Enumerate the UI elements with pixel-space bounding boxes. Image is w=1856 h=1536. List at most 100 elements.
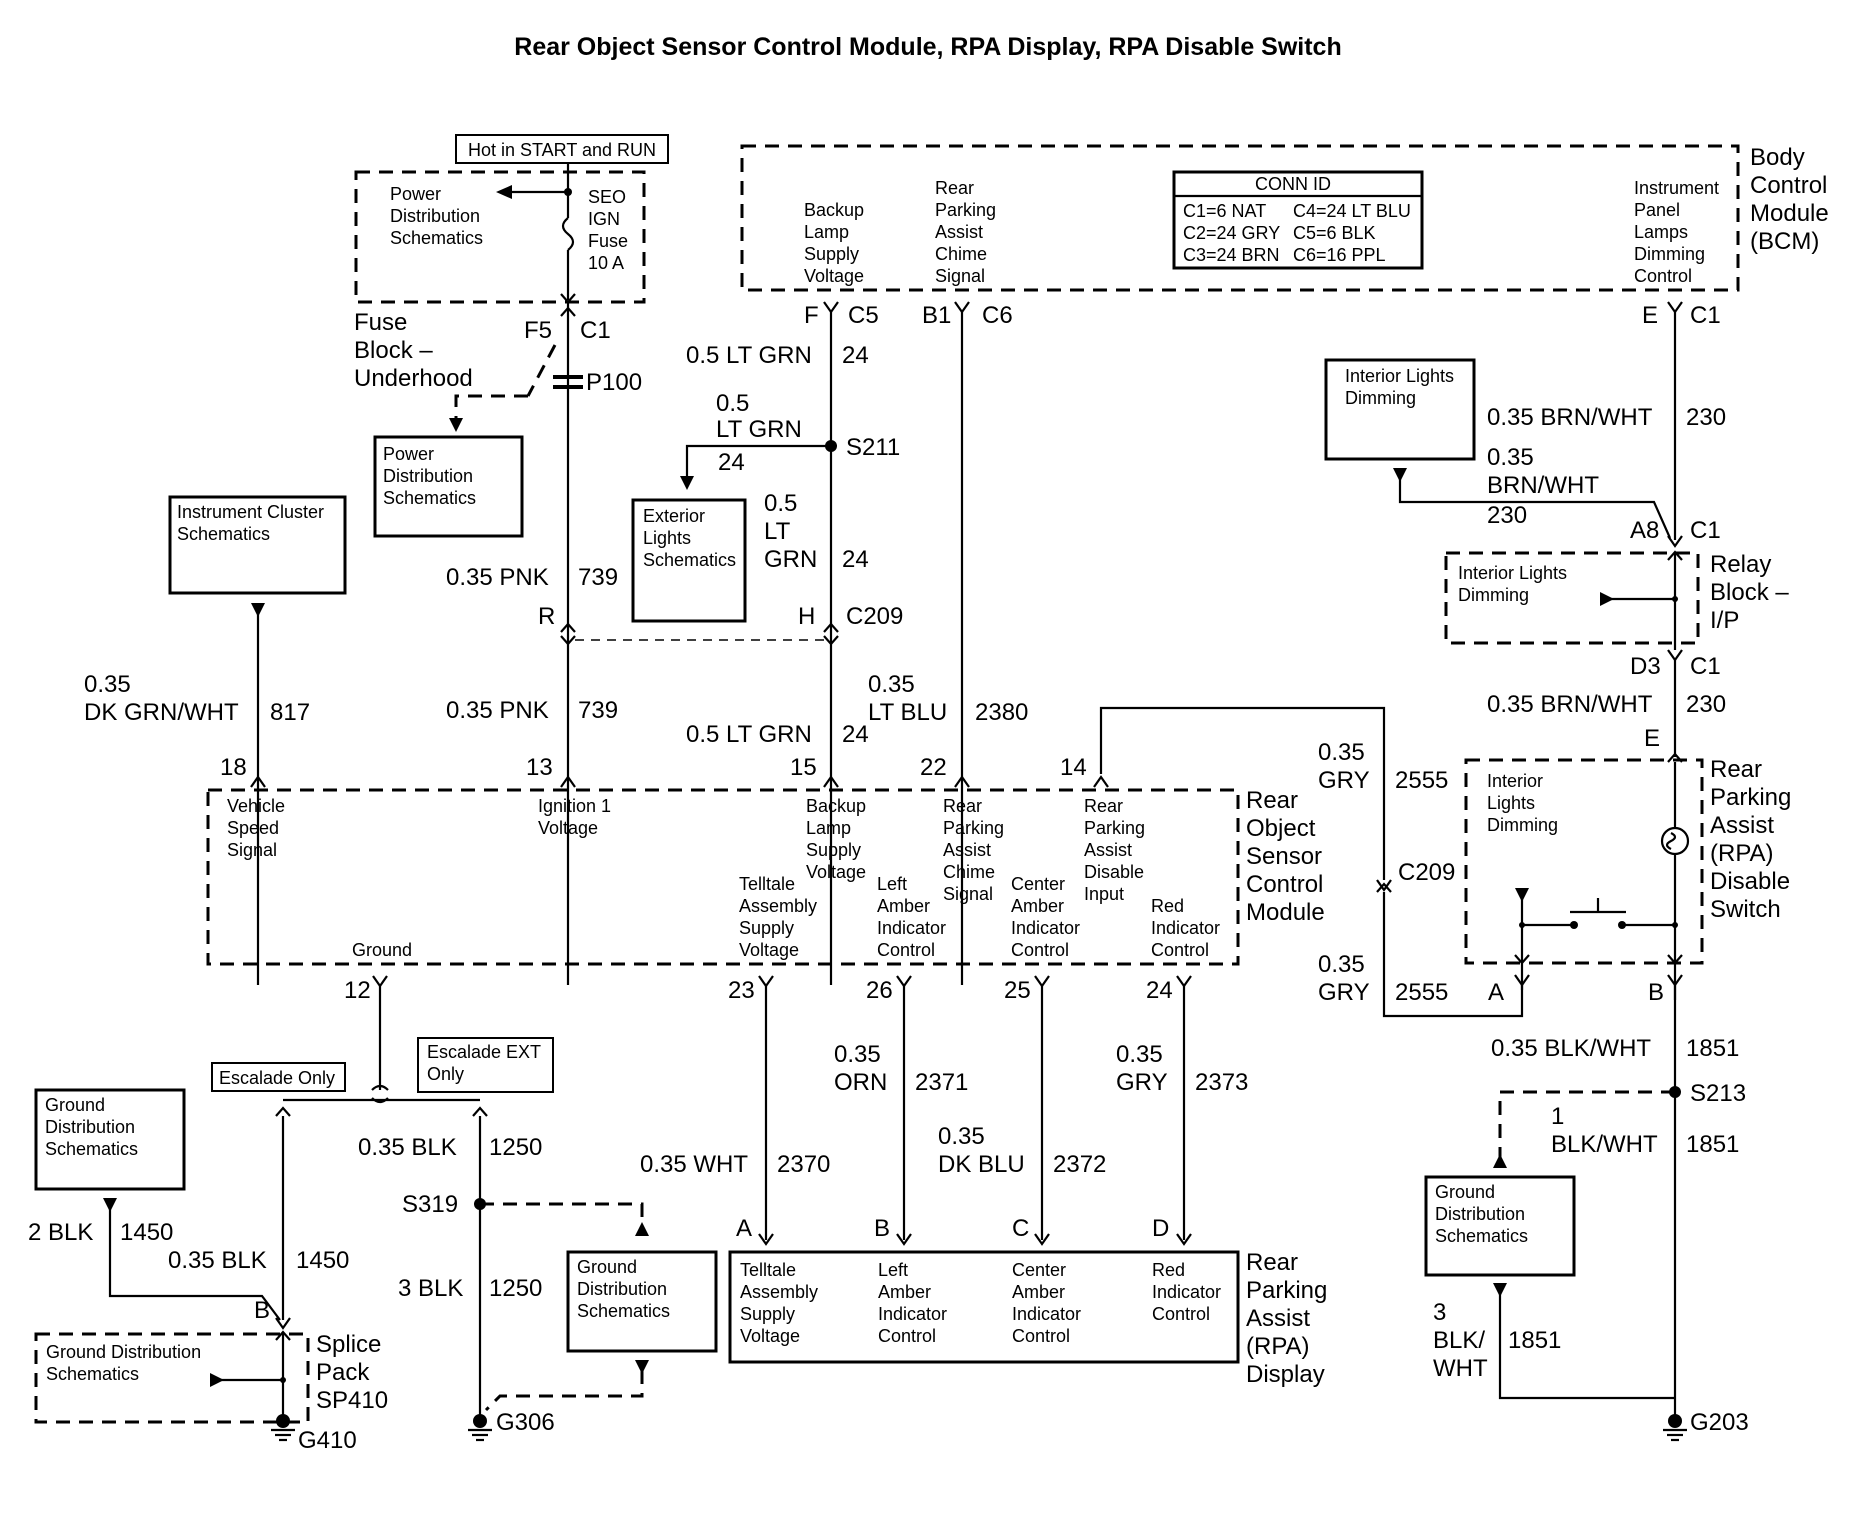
circuit-739-bottom: 739 [578,697,618,724]
wire-orn-color: ORN [834,1069,887,1096]
pin-14: 14 [1060,754,1087,781]
circuit-1851-a: 1851 [1686,1035,1739,1062]
hot-label: Hot in START and RUN [468,140,656,160]
display-pin-c: C [1012,1215,1029,1242]
splice-pack-dashed [34,1332,310,1424]
circuit-2555-bottom: 2555 [1395,979,1448,1006]
fuse-icon [561,217,575,251]
circuit-230-b: 230 [1487,502,1527,529]
wire-brnwht-2-size: 0.35 [1487,444,1534,471]
pin-b-switch: B [1648,979,1664,1006]
bcm-conn-c6: C6 [982,302,1013,329]
c209-right-label: C209 [1398,859,1455,886]
pin-13: 13 [526,754,553,781]
s211-label: S211 [846,434,900,461]
circuit-2370: 2370 [777,1151,830,1178]
wire-orn-size: 0.35 [834,1041,881,1068]
chime-circuit: 0.35 LT BLU 2380 [868,312,1028,985]
pin-22: 22 [920,754,947,781]
circuit-739-top: 739 [578,564,618,591]
wire-blkwht-3-c1: BLK/ [1433,1327,1485,1354]
circuit-2380: 2380 [975,699,1028,726]
pin-18: 18 [220,754,247,781]
escalade-only-label: Escalade Only [219,1068,335,1088]
fuse-conn-c1: C1 [580,317,611,344]
wire-ltgrn-mid-grn: GRN [764,546,817,573]
bcm-pin-b1: B1 [922,302,951,329]
wire-gry3-color: GRY [1116,1069,1168,1096]
wire-ltgrn-top: 0.5 LT GRN [686,342,812,369]
hot-label-box [455,134,669,164]
wire-gry-bot-size: 0.35 [1318,951,1365,978]
relay-c1-bottom: C1 [1690,653,1721,680]
conn-id-title: CONN ID [1255,174,1331,194]
circuit-24-branch: 24 [718,449,745,476]
wire-blkwht-3-c2: WHT [1433,1355,1488,1382]
module-dashed-box [206,788,1240,966]
wire-ltgrn-bottom: 0.5 LT GRN [686,721,812,748]
escalade-ext-box [417,1037,554,1093]
ground-g410-icon [276,1414,290,1428]
s213-label: S213 [1690,1080,1746,1107]
circuit-1450-a: 1450 [120,1219,173,1246]
wire-wht: 0.35 WHT [640,1151,748,1178]
fuse-pin-f5: F5 [524,317,552,344]
circuit-2372: 2372 [1053,1151,1106,1178]
wire-blkwht-3-size: 3 [1433,1299,1446,1326]
pin-e-switch: E [1644,725,1660,752]
pin-26: 26 [866,977,893,1004]
wire-blkwht-2-color: BLK/WHT [1551,1131,1658,1158]
wire-blkwht-1: 0.35 BLK/WHT [1491,1035,1651,1062]
circuit-2555-top: 2555 [1395,767,1448,794]
s319-label: S319 [402,1191,458,1218]
wire-ltblu-color: LT BLU [868,699,947,726]
circuit-24-bottom: 24 [842,721,869,748]
circuit-230-a: 230 [1686,404,1726,431]
exterior-lights-box [631,498,747,623]
wire-ltgrn-mid-lt: LT [764,518,791,545]
pin-25: 25 [1004,977,1031,1004]
module-ground-label: Ground [352,940,412,960]
wire-s211-color: LT GRN [716,416,802,443]
wire-brnwht-1: 0.35 BRN/WHT [1487,404,1653,431]
display-circuits: 0.35 WHT 2370 0.35 ORN 2371 0.35 DK BLU … [640,986,1248,1246]
pin-h: H [798,603,815,630]
pin-23: 23 [728,977,755,1004]
pin-15: 15 [790,754,817,781]
circuit-1851-b: 1851 [1686,1131,1739,1158]
circuit-1250-b: 1250 [489,1275,542,1302]
wire-gry-bot-color: GRY [1318,979,1370,1006]
c209-top-label: C209 [846,603,903,630]
